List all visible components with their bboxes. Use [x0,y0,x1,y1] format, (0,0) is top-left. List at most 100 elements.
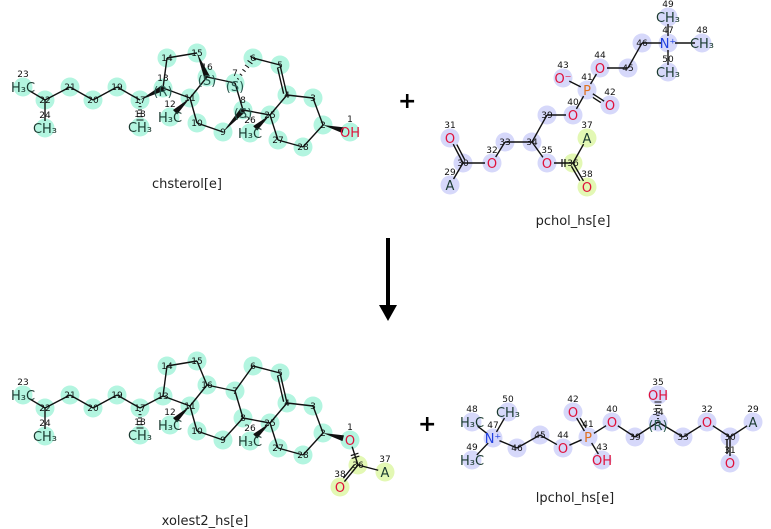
atom-label: O [702,416,712,431]
atom-number: 10 [191,119,203,129]
single-bond [477,425,488,435]
atom-number: 14 [161,362,173,372]
atom-number: 19 [111,83,123,93]
atom-number: 7 [232,387,238,397]
broken-bond-mark [351,455,360,460]
atom-number: 23 [17,70,28,80]
atom-highlight [340,122,360,142]
atom-number: 43 [596,443,607,453]
atom-labels: A2930O31O3233(R)34OH3539O40P41O42OH43O44… [460,378,759,472]
atom-label: CH₃ [128,429,152,444]
atom-number: 31 [444,121,455,131]
bonds [28,360,379,483]
atom-highlight [577,177,597,197]
atom-number: 6 [250,362,256,372]
single-bond [162,87,191,99]
bonds [452,24,695,182]
atom-label: H₃C [238,435,262,450]
single-bond [269,94,288,116]
single-bond [269,114,279,141]
atom-highlight [590,58,610,78]
single-bond [162,395,191,407]
atom-number: 13 [157,392,168,402]
single-bond [286,94,314,99]
atom-highlight [330,477,350,497]
double-bond-line [456,144,466,161]
reaction-arrow [379,238,397,321]
hash-bond [136,410,144,429]
molecule-name-lpchol: lpchol_hs[e] [536,491,614,506]
atom-number: 3 [310,402,316,412]
atom-highlight [577,80,597,100]
atom-number: 25 [264,111,275,121]
single-bond [92,86,118,101]
molecule-lpchol: A2930O31O3233(R)34OH3539O40P41O42OH43O44… [460,378,763,473]
single-bond [593,425,607,434]
single-bond [166,360,198,367]
single-bond [242,417,271,424]
broken-bond [351,446,359,466]
atom-number: 25 [264,419,275,429]
single-bond [302,432,324,456]
atom-label: CH₃ [656,66,680,81]
atom-number: 40 [567,98,579,108]
single-bond [531,141,544,158]
atom-number: 46 [636,39,648,49]
single-bond [269,402,288,424]
single-bond [44,86,71,101]
bonds [476,401,748,456]
atom-highlight [440,175,460,195]
plus-sign-products: + [418,412,436,437]
hash-bond [136,102,144,121]
double-bond [592,93,605,102]
single-bond [476,442,489,456]
atom-number: 7 [232,69,238,79]
atom-number: 35 [652,378,663,388]
atom-label: O [542,157,552,172]
atom-label: CH₃ [128,121,152,136]
atom-highlight [440,128,460,148]
single-bond [234,390,244,419]
single-bond [252,57,281,66]
atom-label: O [445,132,455,147]
single-bond [162,365,168,397]
single-bond [568,80,582,88]
single-bond [277,447,304,456]
single-bond [312,97,324,126]
double-bond [279,64,288,96]
atom-number: 8 [240,414,246,424]
atom-label: H₃C [158,111,182,126]
wedge-bond [173,98,190,115]
atom-number: 1 [347,115,353,125]
molecule-name-pchol: pchol_hs[e] [536,214,611,229]
atom-number: 11 [184,94,195,104]
double-bond [343,464,359,483]
atom-label: H₃C [158,419,182,434]
single-bond [28,397,46,409]
single-bond [206,384,236,392]
atom-number: 9 [220,436,226,446]
single-bond [729,425,748,438]
atom-label: P [584,431,592,446]
atom-highlight [648,385,668,405]
atom-label: A [749,416,758,431]
atom-label: CH₃ [33,122,57,137]
atom-number: 18 [134,110,146,120]
plus-sign-reactants: + [398,89,416,114]
atom-number: 26 [244,424,256,434]
atom-number: 49 [466,443,478,453]
atom-highlight [592,450,612,470]
atom-highlight [602,412,622,432]
atom-number: 5 [277,369,283,379]
atom-number: 11 [184,402,195,412]
atom-highlight [537,153,557,173]
bonds [28,52,344,148]
atom-label: OH [648,389,668,404]
atom-highlight [35,118,55,138]
wedge-bond [323,125,344,134]
single-bond [44,394,71,409]
atom-number: 38 [334,470,346,480]
single-bond [196,430,224,441]
